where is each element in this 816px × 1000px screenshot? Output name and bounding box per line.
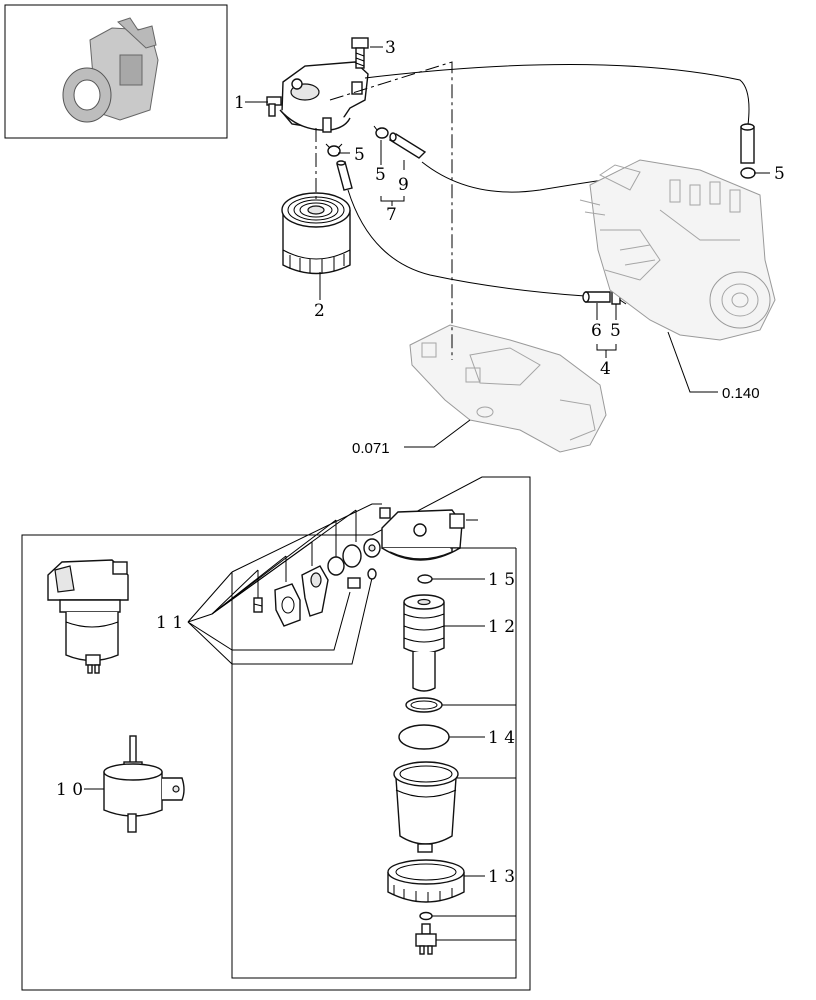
alignment-centerline xyxy=(315,61,453,360)
gasket-part-14 xyxy=(398,724,450,750)
plug-part xyxy=(347,577,361,589)
oring-small xyxy=(327,556,345,576)
label-part-5-a: 5 xyxy=(354,145,365,165)
fuel-line-lower xyxy=(347,189,586,297)
label-part-5-b: 5 xyxy=(375,165,386,185)
filter-element-part-12 xyxy=(403,594,445,692)
label-part-6: 6 xyxy=(591,321,602,341)
water-sensor xyxy=(415,923,437,955)
label-part-2: 2 xyxy=(314,301,325,321)
filter-bowl xyxy=(393,761,459,853)
assembled-filter-part-11 xyxy=(47,559,129,674)
oring-part-15 xyxy=(417,574,433,584)
hose-part-9 xyxy=(388,132,427,159)
hose-short-left xyxy=(336,160,353,191)
leader-lines-upper xyxy=(245,46,770,448)
electric-pump-part-10 xyxy=(103,735,185,833)
filter-head-part-1 xyxy=(266,61,369,133)
label-part-5-c: 5 xyxy=(774,164,785,184)
pipe-upper-right xyxy=(740,123,755,164)
clamp-part-5-upper xyxy=(325,143,343,157)
label-ref-manifold: 0.071 xyxy=(352,440,390,457)
bolt-part-3 xyxy=(351,37,369,69)
oring-bottom xyxy=(419,911,433,921)
filter-head-exploded xyxy=(379,507,465,561)
seal-ring-part xyxy=(405,697,443,713)
fuel-line-upper xyxy=(364,64,750,126)
gasket-plate xyxy=(274,583,301,627)
label-part-3: 3 xyxy=(385,38,396,58)
clamp-part-5-right xyxy=(740,167,756,179)
label-part-7: 7 xyxy=(386,205,397,225)
oring-medium xyxy=(342,544,362,568)
clamp-part-5-upper-right xyxy=(373,125,389,139)
retaining-ring-part-13 xyxy=(387,859,465,903)
label-part-9: 9 xyxy=(398,175,409,195)
label-part-13: 1 3 xyxy=(488,867,515,887)
label-part-1: 1 xyxy=(234,93,245,113)
label-part-10: 1 0 xyxy=(56,780,83,800)
filter-cartridge-part-2 xyxy=(281,192,351,275)
label-part-4: 4 xyxy=(600,359,611,379)
engine-locator-thumbnail xyxy=(4,4,228,139)
seal-ring-small xyxy=(367,568,377,580)
label-part-5-d: 5 xyxy=(610,321,621,341)
label-part-14: 1 4 xyxy=(488,728,515,748)
assembly-frames xyxy=(21,476,531,991)
label-part-11: 1 1 xyxy=(156,613,183,633)
hose-part-6 xyxy=(582,291,611,303)
screw-small xyxy=(253,597,263,613)
leader-lines-lower xyxy=(84,519,516,941)
label-ref-pump: 0.140 xyxy=(722,385,760,402)
leader-fan-11 xyxy=(187,509,357,665)
bracket-part xyxy=(301,565,329,617)
injection-pump-ghost xyxy=(579,159,776,341)
label-part-15: 1 5 xyxy=(488,570,515,590)
label-part-12: 1 2 xyxy=(488,617,515,637)
seal-disc xyxy=(363,538,381,558)
manifold-ghost xyxy=(409,324,607,453)
